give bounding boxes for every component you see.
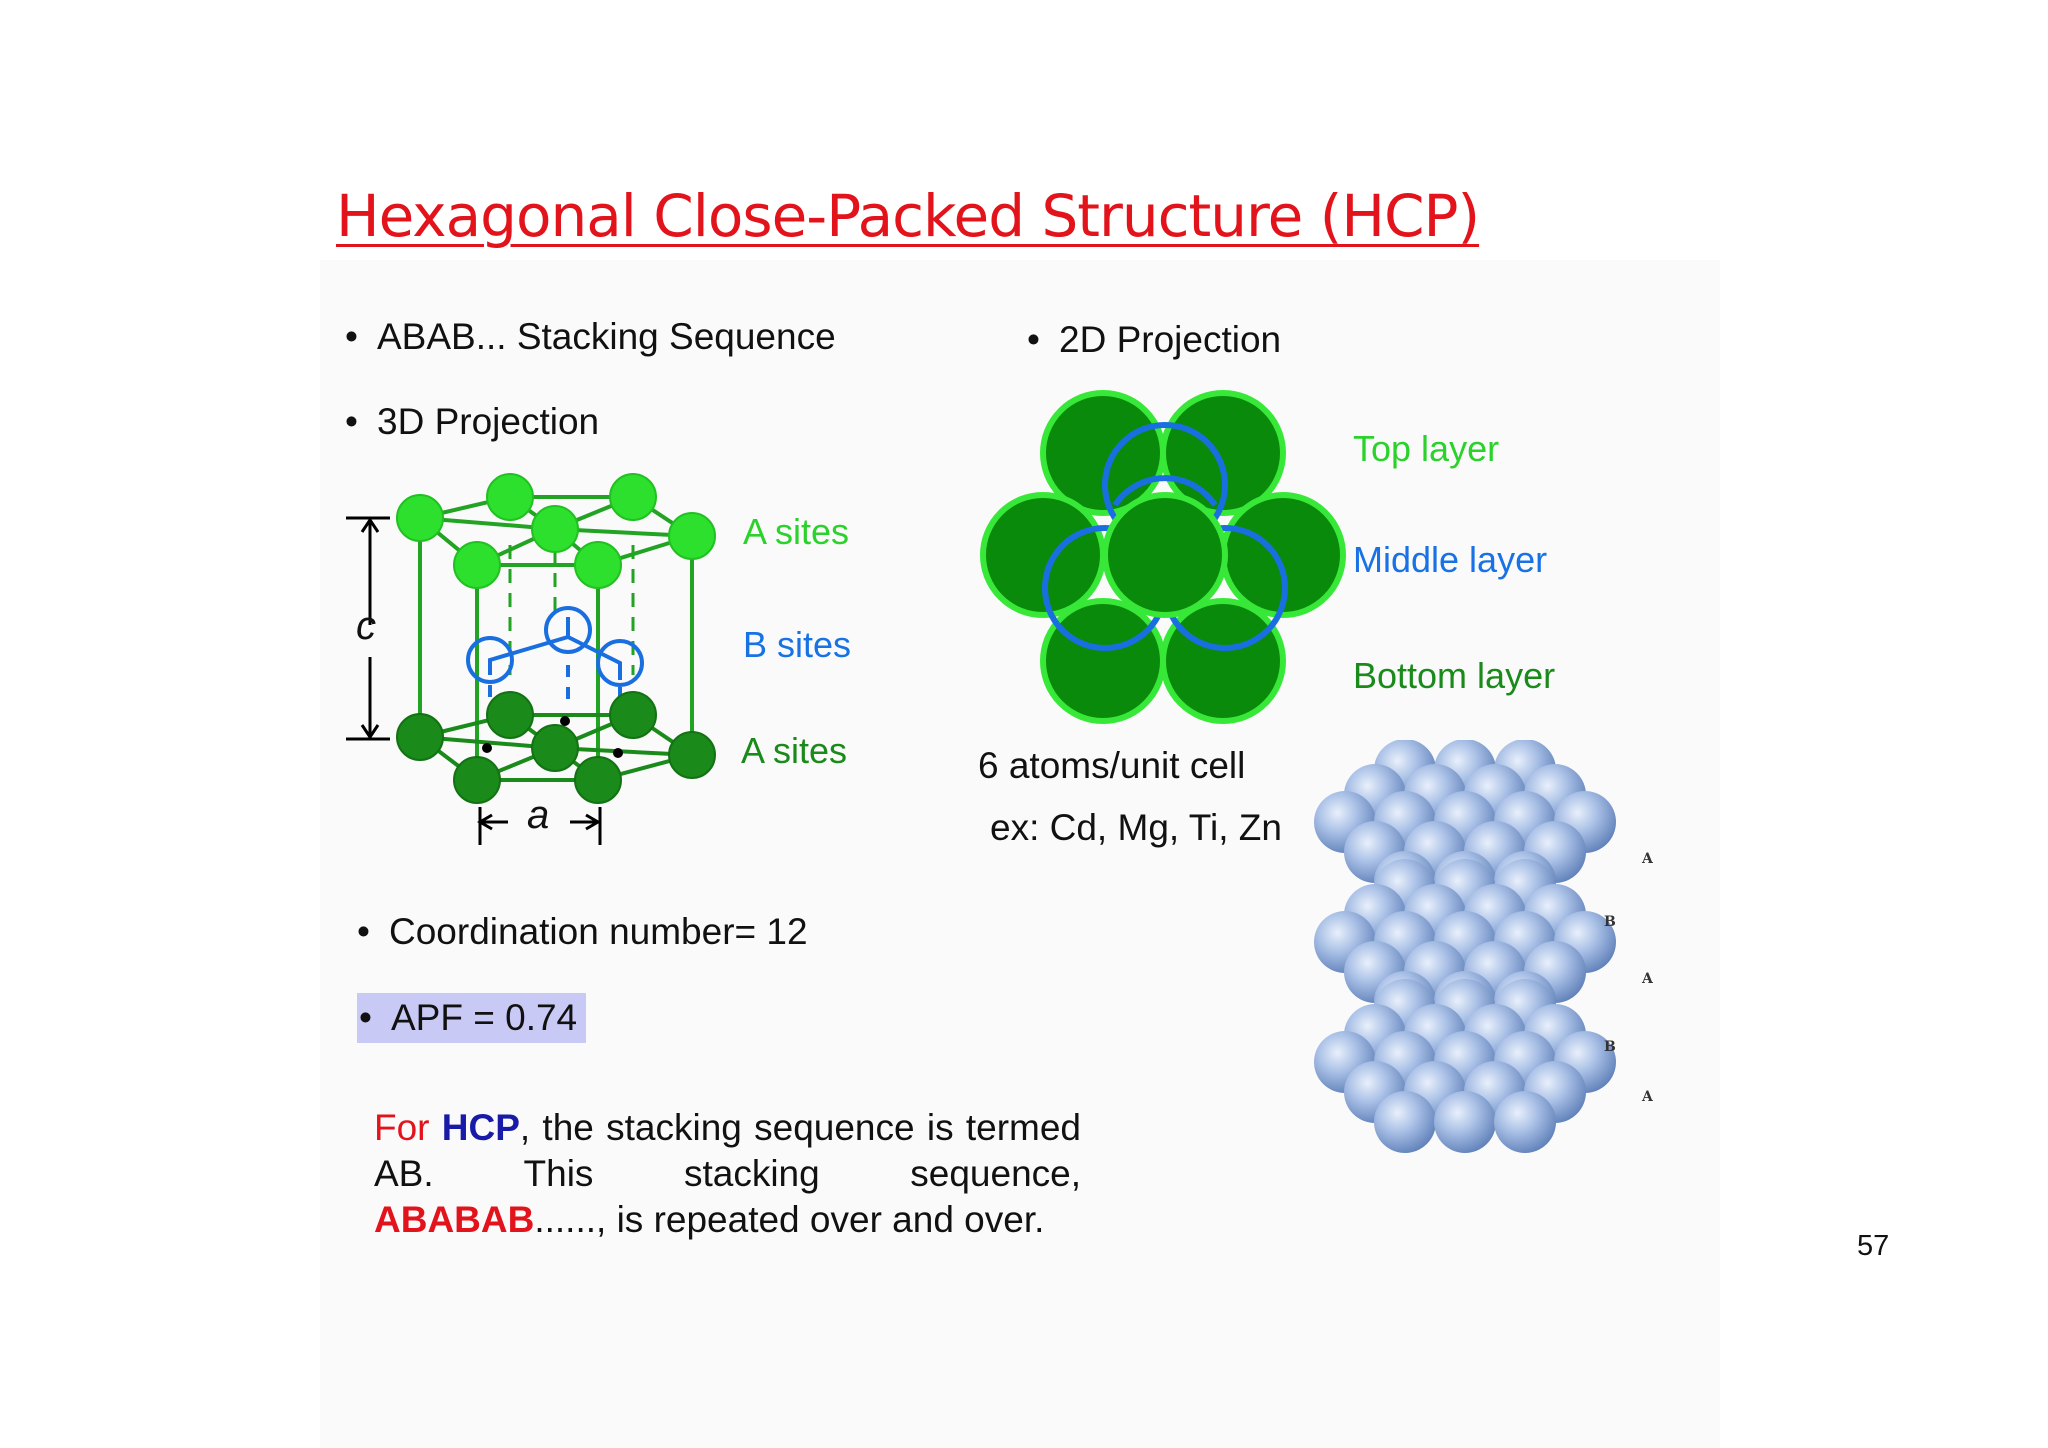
stack-label-b-1: B xyxy=(1604,914,1616,930)
hcp-3d-unit-cell-figure xyxy=(346,473,716,845)
stacking-explanation-paragraph: For HCP, the stacking sequence is termed… xyxy=(374,1107,1081,1240)
middle-layer-label: Middle layer xyxy=(1353,539,1548,580)
example-elements: ex: Cd, Mg, Ti, Zn xyxy=(990,807,1282,848)
blue-sphere xyxy=(1494,1091,1556,1153)
stack-label-a-2: A xyxy=(1642,971,1653,987)
slide-title: Hexagonal Close-Packed Structure (HCP) xyxy=(336,182,1480,250)
a-sites-bottom-label: A sites xyxy=(741,730,848,771)
bullet-3d-projection: •3D Projection xyxy=(345,401,600,442)
blue-sphere xyxy=(1374,1091,1436,1153)
axis-a-label: a xyxy=(527,793,550,837)
b-sites-label: B sites xyxy=(743,624,852,665)
page-number: 57 xyxy=(1857,1230,1890,1262)
blue-sphere xyxy=(1434,1091,1496,1153)
stack-label-a-1: A xyxy=(1642,851,1653,867)
apf-highlight-box xyxy=(357,993,586,1043)
a-sites-top-label: A sites xyxy=(743,511,850,552)
bullet-coordination-number: •Coordination number= 12 xyxy=(357,911,808,952)
axis-c-label: c xyxy=(356,604,376,648)
bullet-2d-projection: •2D Projection xyxy=(1027,319,1282,360)
stack-label-b-2: B xyxy=(1604,1039,1616,1055)
bullet-apf: •APF = 0.74 xyxy=(359,997,578,1038)
atoms-per-unit-cell: 6 atoms/unit cell xyxy=(978,745,1246,786)
abab-stacking-sphere-illustration xyxy=(1314,740,1616,1153)
stack-label-a-3: A xyxy=(1642,1089,1653,1105)
bottom-layer-label: Bottom layer xyxy=(1353,655,1556,696)
bullet-stacking-sequence: •ABAB... Stacking Sequence xyxy=(345,316,836,357)
hcp-2d-projection-figure xyxy=(980,390,1346,724)
top-layer-label: Top layer xyxy=(1353,428,1500,469)
